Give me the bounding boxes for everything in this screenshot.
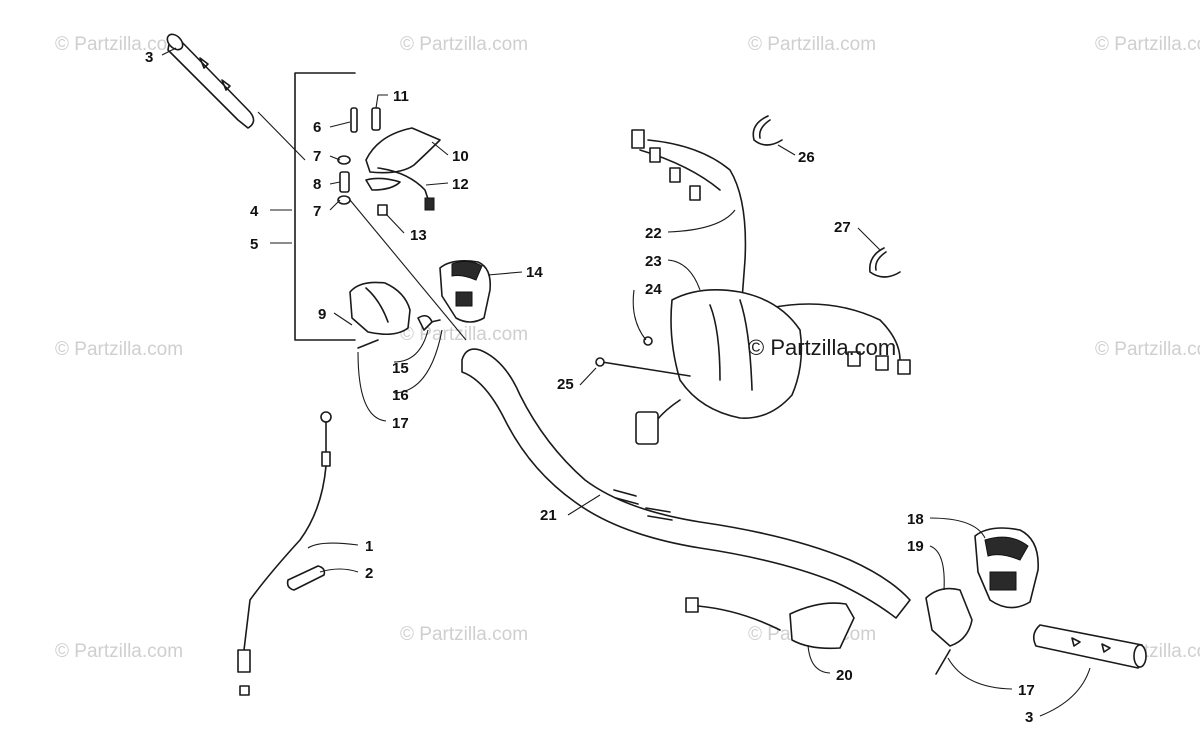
callout-8: 8: [313, 176, 321, 193]
callout-17-left: 17: [392, 415, 409, 432]
kit-bracket: [294, 72, 356, 341]
callout-1: 1: [365, 538, 373, 555]
wiring-harness: [631, 129, 911, 445]
connector-cover: [685, 597, 855, 650]
left-grip: [166, 33, 255, 129]
handlebar: [461, 348, 911, 619]
callout-12: 12: [452, 176, 469, 193]
right-switch-housing: [974, 527, 1039, 609]
callout-27: 27: [834, 219, 851, 236]
right-housing-bracket: [925, 587, 973, 675]
callout-14: 14: [526, 264, 543, 281]
watermark: © Partzilla.com: [748, 34, 876, 55]
callout-23: 23: [645, 253, 662, 270]
callout-24: 24: [645, 281, 662, 298]
throttle-housing: [349, 281, 441, 349]
callout-10: 10: [452, 148, 469, 165]
callout-2: 2: [365, 565, 373, 582]
watermark: © Partzilla.com: [1095, 34, 1200, 55]
callout-21: 21: [540, 507, 557, 524]
callout-18: 18: [907, 511, 924, 528]
brand-label: © Partzilla.com: [748, 335, 896, 360]
watermark: © Partzilla.com: [400, 624, 528, 645]
callout-16: 16: [392, 387, 409, 404]
callout-15: 15: [392, 360, 409, 377]
callout-11: 11: [393, 88, 409, 105]
clip-27: [868, 247, 901, 278]
callout-3-left: 3: [145, 49, 153, 66]
watermark: © Partzilla.com: [55, 339, 183, 360]
brand-label-group: © Partzilla.com: [748, 335, 896, 360]
throttle-cable: [237, 411, 332, 696]
callout-26: 26: [798, 149, 815, 166]
callout-17-right: 17: [1018, 682, 1035, 699]
callout-6: 6: [313, 119, 321, 136]
control-housing: [595, 288, 803, 419]
callout-7-lower: 7: [313, 203, 321, 220]
callout-5: 5: [250, 236, 258, 253]
throttle-lever-assembly: [337, 107, 441, 216]
leader-lines: [161, 47, 1091, 717]
watermark: © Partzilla.com: [1095, 339, 1200, 360]
callout-4: 4: [250, 203, 259, 220]
left-switch-housing: [439, 260, 492, 323]
callout-20: 20: [836, 667, 853, 684]
callout-3-right: 3: [1025, 709, 1033, 726]
callout-7-upper: 7: [313, 148, 321, 165]
callout-13: 13: [410, 227, 427, 244]
callout-19: 19: [907, 538, 924, 555]
right-grip: [1032, 624, 1147, 669]
clip-26: [752, 115, 783, 146]
watermark: © Partzilla.com: [400, 324, 528, 345]
callout-layer: 3 11 6 7 10 8 12 4 7 13 5 14 9 15 16 17 …: [145, 49, 1035, 726]
cable-sleeve: [286, 565, 326, 591]
watermark: © Partzilla.com: [400, 34, 528, 55]
watermark: © Partzilla.com: [55, 641, 183, 662]
callout-22: 22: [645, 225, 662, 242]
callout-9: 9: [318, 306, 326, 323]
callout-25: 25: [557, 376, 574, 393]
watermark: © Partzilla.com: [55, 34, 183, 55]
